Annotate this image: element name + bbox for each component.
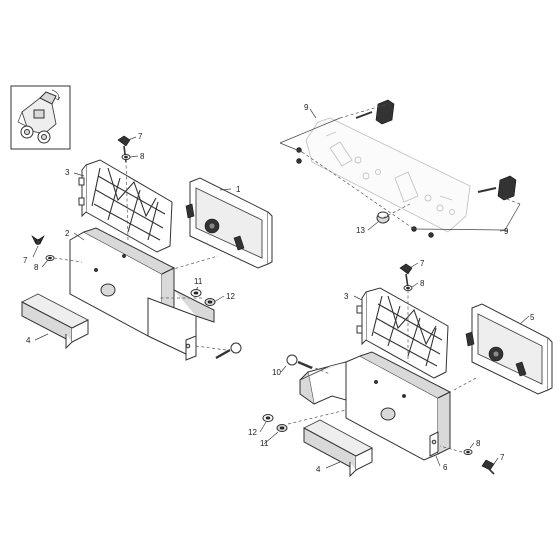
bolt-right [286, 354, 313, 370]
label-part-8-right-top: 8 [420, 279, 425, 288]
bracket-right [303, 419, 373, 478]
bracket-left [21, 293, 89, 350]
label-part-6: 6 [443, 463, 448, 472]
label-part-10: 10 [272, 368, 281, 377]
label-part-2: 2 [65, 229, 70, 238]
label-part-3-right: 3 [344, 292, 349, 301]
bolt-plate-upper [355, 99, 395, 125]
grille-cover-left [78, 159, 173, 253]
label-part-11-left: 11 [194, 277, 203, 286]
label-part-8-right-bottom: 8 [476, 439, 481, 448]
wing-nut-left-mid [31, 235, 45, 245]
label-part-12-right: 12 [248, 428, 257, 437]
washer-left-mid [45, 255, 55, 261]
label-part-8-left-mid: 8 [34, 263, 39, 272]
label-part-3-left: 3 [65, 168, 70, 177]
label-part-4-left: 4 [26, 336, 31, 345]
washer-left-top [121, 154, 131, 160]
washer-right-top [403, 285, 413, 291]
label-part-4-right: 4 [316, 465, 321, 474]
lamp-assembly-right [465, 303, 553, 395]
label-part-12-left: 12 [226, 292, 235, 301]
bolt-right-bottom [481, 459, 495, 475]
washers-11-12-left [190, 289, 216, 306]
label-part-11-right: 11 [260, 439, 269, 448]
bracket-9-guide-lines [279, 103, 521, 231]
bolt-plate-lower [477, 175, 517, 201]
lamp-assembly-left [185, 177, 273, 269]
label-part-7-left-mid: 7 [23, 256, 28, 265]
washers-11-12-right [262, 414, 288, 432]
label-part-7-left-top: 7 [138, 132, 143, 141]
label-part-8-left-top: 8 [140, 152, 145, 161]
bolt-left [215, 342, 242, 360]
washer-right-bottom [463, 449, 473, 455]
frame-bracket-ghost [305, 117, 471, 233]
assembly-lines-right [287, 290, 477, 453]
label-part-13: 13 [356, 226, 365, 235]
housing-right [299, 351, 452, 461]
label-part-5: 5 [530, 313, 535, 322]
leader-lines [32, 108, 530, 469]
lamp-socket-13 [376, 203, 411, 224]
callout-labels: 1 2 3 3 4 4 5 6 7 7 7 7 8 8 8 8 9 9 10 1… [23, 103, 535, 474]
machine-thumbnail [10, 85, 71, 150]
label-part-1: 1 [236, 185, 241, 194]
label-part-9-top: 9 [304, 103, 309, 112]
label-part-9-bottom: 9 [504, 227, 509, 236]
label-part-7-right-top: 7 [420, 259, 425, 268]
label-part-7-right-bottom: 7 [500, 453, 505, 462]
assembly-lines-left [53, 159, 227, 351]
